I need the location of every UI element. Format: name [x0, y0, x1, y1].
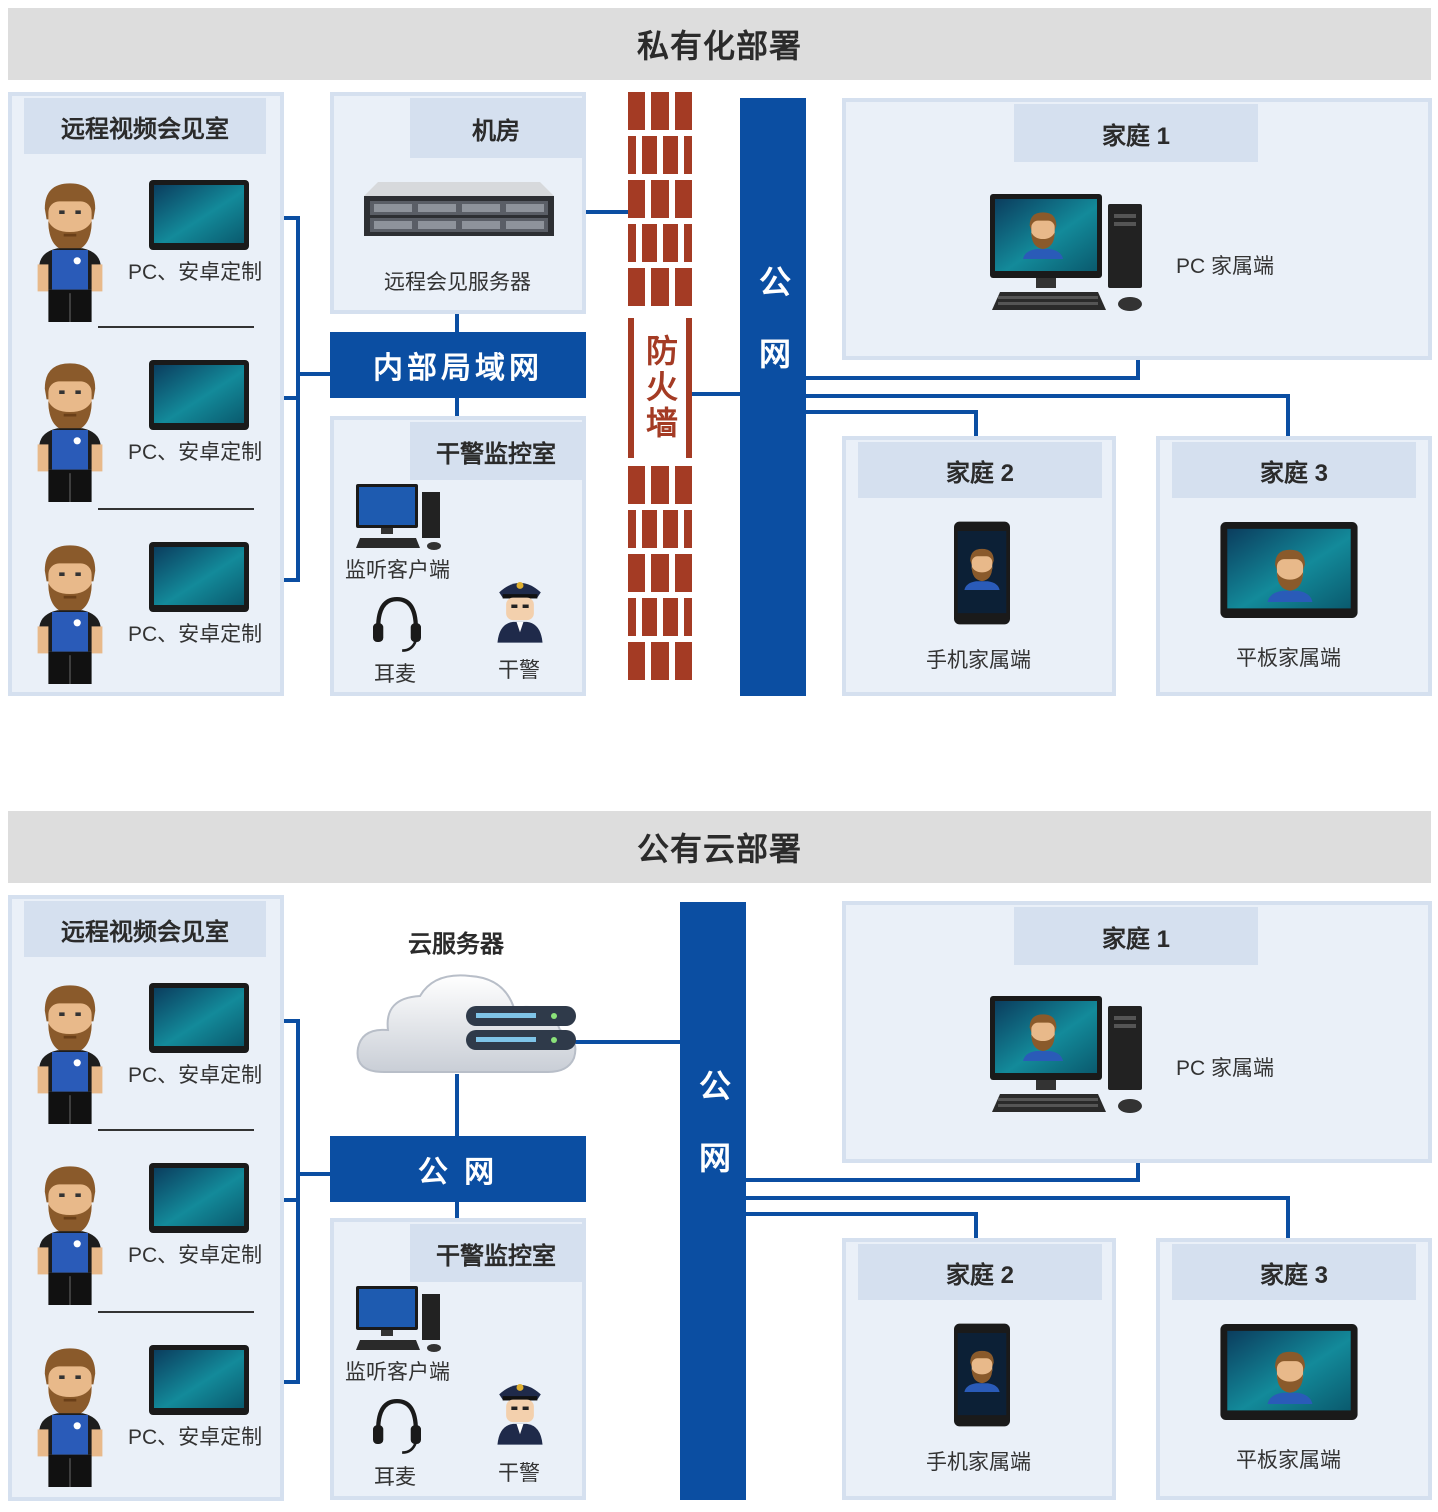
monitor-client-label: 监听客户端 — [345, 1361, 450, 1384]
inmate-avatar — [34, 534, 106, 690]
cloud-server-icon — [356, 974, 577, 1073]
terminal-label: PC、安卓定制 — [128, 1064, 263, 1087]
firewall-label: 防火墙 — [628, 318, 692, 458]
inmate-avatar — [34, 172, 106, 328]
link-line — [974, 1212, 978, 1240]
terminal-tablet-icon — [148, 1163, 250, 1233]
family-face — [1262, 1340, 1318, 1412]
officer-label: 干警 — [498, 659, 540, 682]
terminal-label: PC、安卓定制 — [128, 1244, 263, 1267]
family-2-title: 家庭 2 — [858, 442, 1102, 498]
monitor-room-title: 干警监控室 — [410, 422, 582, 480]
server-room-title: 机房 — [410, 98, 582, 158]
link-line — [296, 1019, 300, 1384]
divider — [98, 508, 254, 510]
link-line — [1286, 1196, 1290, 1240]
family-2-title: 家庭 2 — [858, 1244, 1102, 1300]
link-line — [974, 410, 978, 438]
divider — [98, 1311, 254, 1313]
headset-icon — [370, 594, 424, 654]
server-label: 远程会见服务器 — [384, 271, 531, 294]
link-line — [296, 1172, 332, 1176]
police-officer-icon — [494, 1374, 546, 1446]
terminal-label: PC、安卓定制 — [128, 441, 263, 464]
link-line — [296, 216, 300, 582]
link-line — [1286, 394, 1290, 438]
public-section-title: 公有云部署 — [8, 811, 1431, 883]
terminal-label: PC、安卓定制 — [128, 1426, 263, 1449]
public-network-bar: 公网 — [740, 98, 806, 696]
inmate-avatar — [34, 1155, 106, 1311]
monitor-room-title: 干警监控室 — [410, 1224, 582, 1282]
terminal-tablet-icon — [148, 180, 250, 250]
link-line — [804, 410, 978, 414]
headset-label: 耳麦 — [374, 663, 416, 686]
terminal-tablet-icon — [148, 983, 250, 1053]
terminal-label: PC、安卓定制 — [128, 623, 263, 646]
family-face — [1018, 1006, 1068, 1066]
remote-room-title: 远程视频会见室 — [24, 98, 266, 154]
link-line — [1136, 1160, 1140, 1182]
private-section-title: 私有化部署 — [8, 8, 1431, 80]
monitor-pc-icon — [356, 1286, 446, 1356]
link-line — [548, 210, 630, 214]
terminal-tablet-icon — [148, 360, 250, 430]
terminal-label: PC、安卓定制 — [128, 261, 263, 284]
link-line — [455, 1200, 459, 1220]
link-line — [296, 372, 332, 376]
family-face — [1262, 538, 1318, 610]
family-1-device-label: PC 家属端 — [1176, 1057, 1275, 1080]
link-line — [574, 1040, 682, 1044]
server-icon — [364, 182, 554, 242]
link-line — [1136, 358, 1140, 380]
family-2-device-label: 手机家属端 — [926, 1451, 1031, 1474]
lan-bar: 内部局域网 — [330, 332, 586, 398]
link-line — [455, 314, 459, 334]
link-line — [804, 394, 1290, 398]
cloud-server-title: 云服务器 — [408, 931, 504, 958]
inmate-avatar — [34, 1337, 106, 1493]
family-pc-icon — [990, 194, 1150, 314]
link-line — [455, 1074, 459, 1138]
link-line — [744, 1178, 1140, 1182]
public-network-bar: 公网 — [680, 902, 746, 1500]
link-line — [690, 392, 742, 396]
terminal-tablet-icon — [148, 1345, 250, 1415]
divider — [98, 1129, 254, 1131]
family-2-device-label: 手机家属端 — [926, 649, 1031, 672]
family-3-title: 家庭 3 — [1172, 1244, 1416, 1300]
divider — [98, 326, 254, 328]
family-3-title: 家庭 3 — [1172, 442, 1416, 498]
terminal-tablet-icon — [148, 542, 250, 612]
firewall-wall: 防火墙 — [628, 92, 692, 696]
family-1-title: 家庭 1 — [1014, 104, 1258, 162]
family-face — [1018, 204, 1068, 264]
family-2-panel: 家庭 2 — [842, 436, 1116, 696]
officer-label: 干警 — [498, 1462, 540, 1485]
monitor-client-label: 监听客户端 — [345, 559, 450, 582]
monitor-pc-icon — [356, 484, 446, 554]
family-1-title: 家庭 1 — [1014, 907, 1258, 965]
inmate-avatar — [34, 352, 106, 508]
police-officer-icon — [494, 572, 546, 644]
family-3-device-label: 平板家属端 — [1236, 1449, 1341, 1472]
family-1-device-label: PC 家属端 — [1176, 255, 1275, 278]
monitor-room-panel: 干警监控室 — [330, 1218, 586, 1500]
family-face — [960, 536, 1004, 600]
link-line — [804, 376, 1140, 380]
family-3-device-label: 平板家属端 — [1236, 647, 1341, 670]
link-line — [744, 1196, 1290, 1200]
headset-label: 耳麦 — [374, 1466, 416, 1489]
remote-room-title: 远程视频会见室 — [24, 901, 266, 957]
public-net-bar: 公 网 — [330, 1136, 586, 1202]
link-line — [455, 396, 459, 418]
family-pc-icon — [990, 996, 1150, 1116]
family-face — [960, 1338, 1004, 1402]
inmate-avatar — [34, 974, 106, 1130]
monitor-room-panel: 干警监控室 — [330, 416, 586, 696]
link-line — [744, 1212, 978, 1216]
headset-icon — [370, 1396, 424, 1456]
